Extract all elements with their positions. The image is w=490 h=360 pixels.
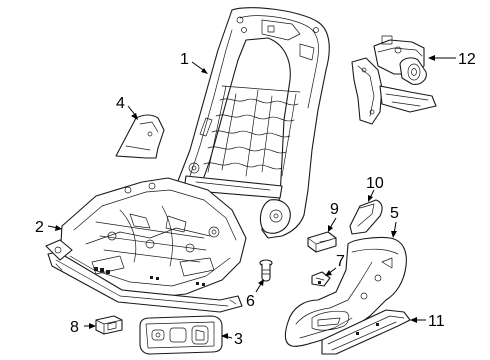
- callout-1: 1: [180, 51, 189, 68]
- leader-lines: [47, 55, 456, 339]
- small-knob: [307, 231, 337, 253]
- outer-side-shield: [284, 236, 407, 347]
- callout-11: 11: [428, 313, 445, 330]
- trim-strip: [321, 309, 411, 355]
- callout-3: 3: [234, 331, 243, 348]
- side-cover-panel: [115, 114, 165, 159]
- callout-labels: 1 2 3 4 5 6 7 8 9 10 11 12: [35, 51, 476, 348]
- callout-9: 9: [330, 201, 339, 218]
- callout-12: 12: [458, 51, 476, 68]
- seat-cushion-frame: [45, 177, 247, 313]
- seat-adjust-switch: [139, 315, 223, 355]
- lumbar-motor-assembly: [351, 35, 437, 125]
- switch-knob: [95, 315, 123, 335]
- lever-cap: [349, 199, 383, 235]
- callout-5: 5: [390, 205, 399, 222]
- callout-4: 4: [116, 95, 125, 112]
- callout-10: 10: [366, 175, 384, 192]
- callout-2: 2: [35, 219, 44, 236]
- callout-7: 7: [336, 253, 345, 270]
- callout-6: 6: [246, 293, 255, 310]
- pin-fastener: [259, 259, 273, 282]
- seat-back-frame: [175, 7, 330, 239]
- callout-8: 8: [70, 319, 79, 336]
